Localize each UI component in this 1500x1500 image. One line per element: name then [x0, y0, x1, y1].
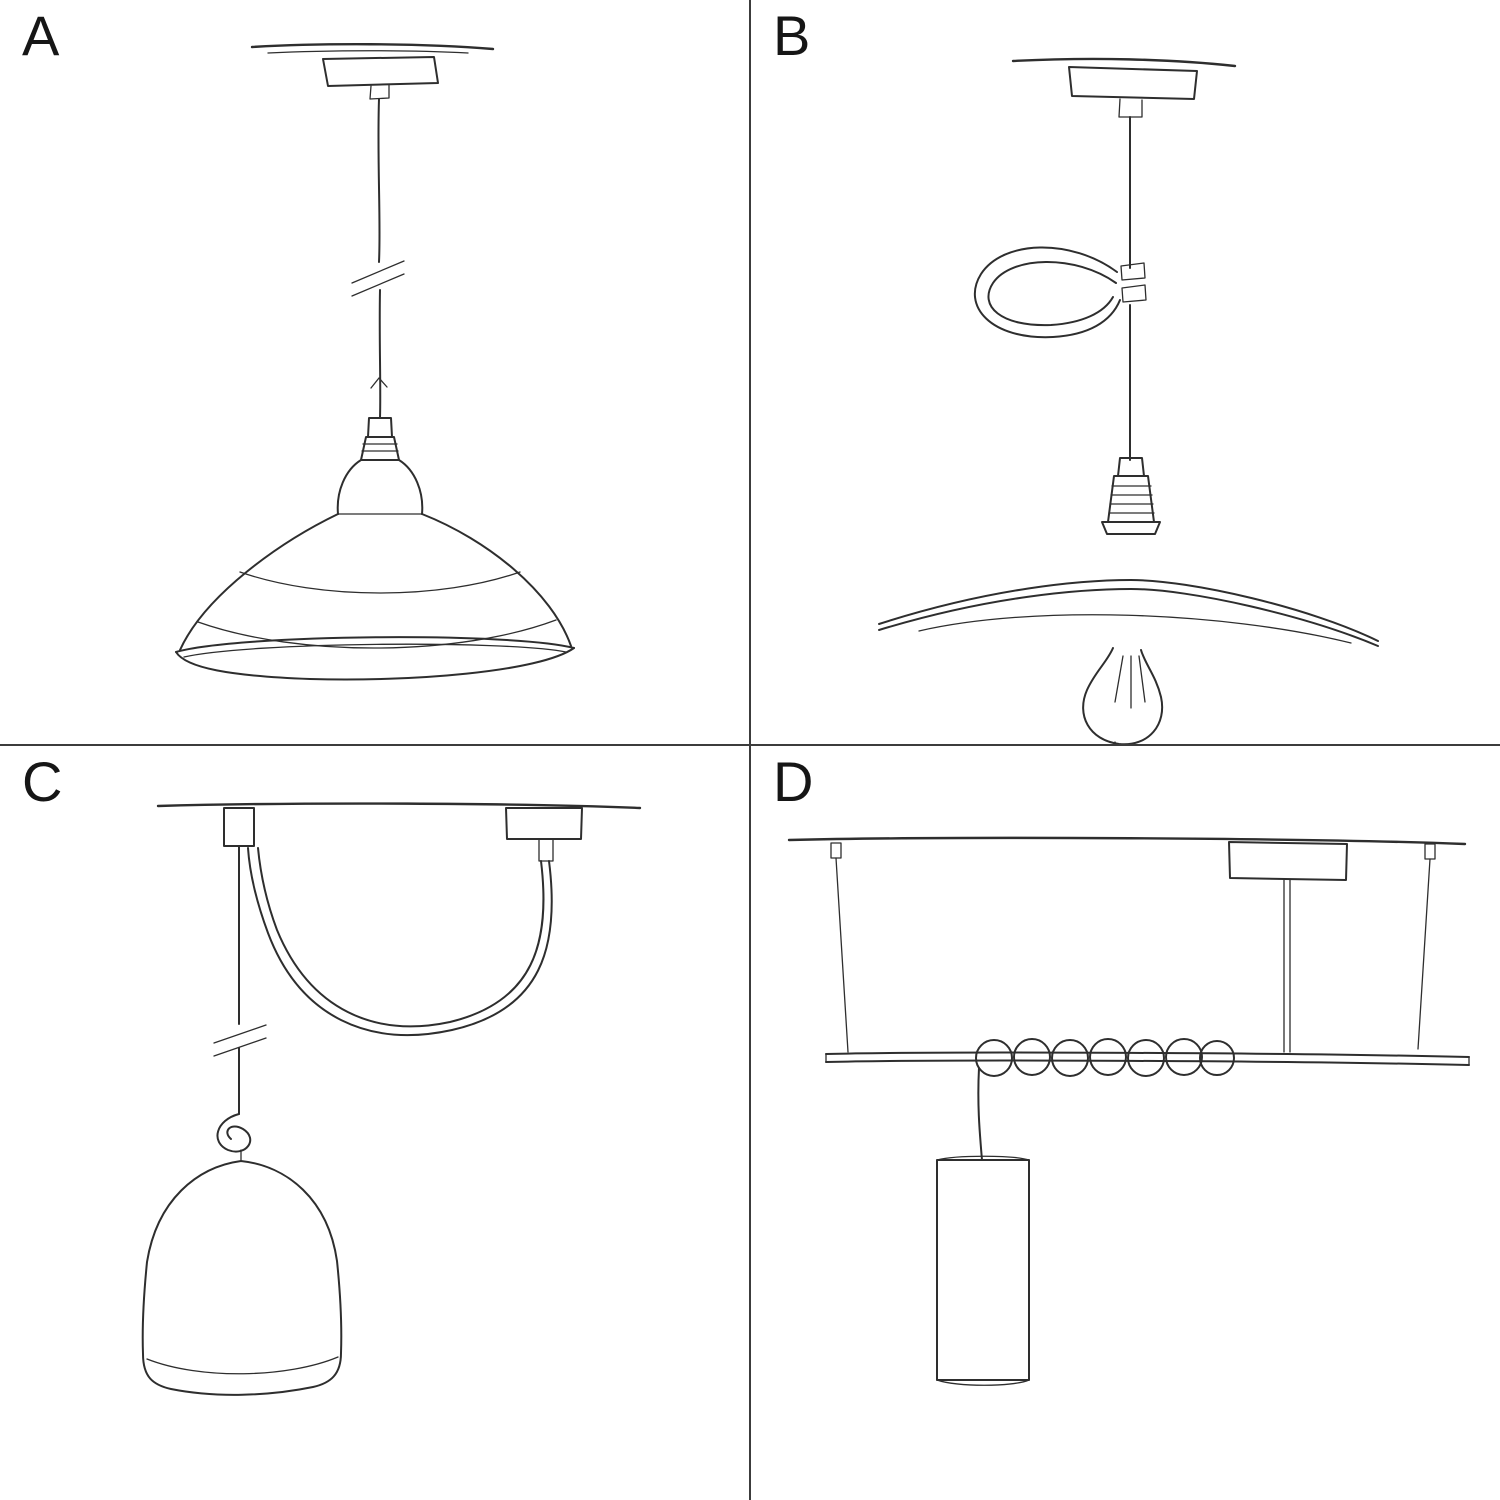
panel-c: C	[0, 746, 749, 1500]
pendant-straight-cable-industrial-shade-sketch	[175, 43, 575, 681]
panel-d: D	[751, 746, 1500, 1500]
grid-divider-vertical	[749, 0, 751, 1500]
pendant-cable-loop-flat-shade-exposed-bulb-sketch	[878, 57, 1379, 744]
panel-label-d: D	[773, 750, 815, 813]
swag-pendant-ceiling-hook-bell-shade-sketch	[141, 802, 642, 1396]
panel-b: B	[751, 0, 1500, 744]
grid-divider-horizontal	[0, 744, 1500, 746]
panel-label-a: A	[22, 4, 61, 67]
bar-suspension-coiled-cable-tube-pendant-sketch	[787, 836, 1470, 1386]
panel-label-c: C	[22, 750, 64, 813]
panel-label-b: B	[773, 4, 812, 67]
panel-a: A	[0, 0, 749, 744]
